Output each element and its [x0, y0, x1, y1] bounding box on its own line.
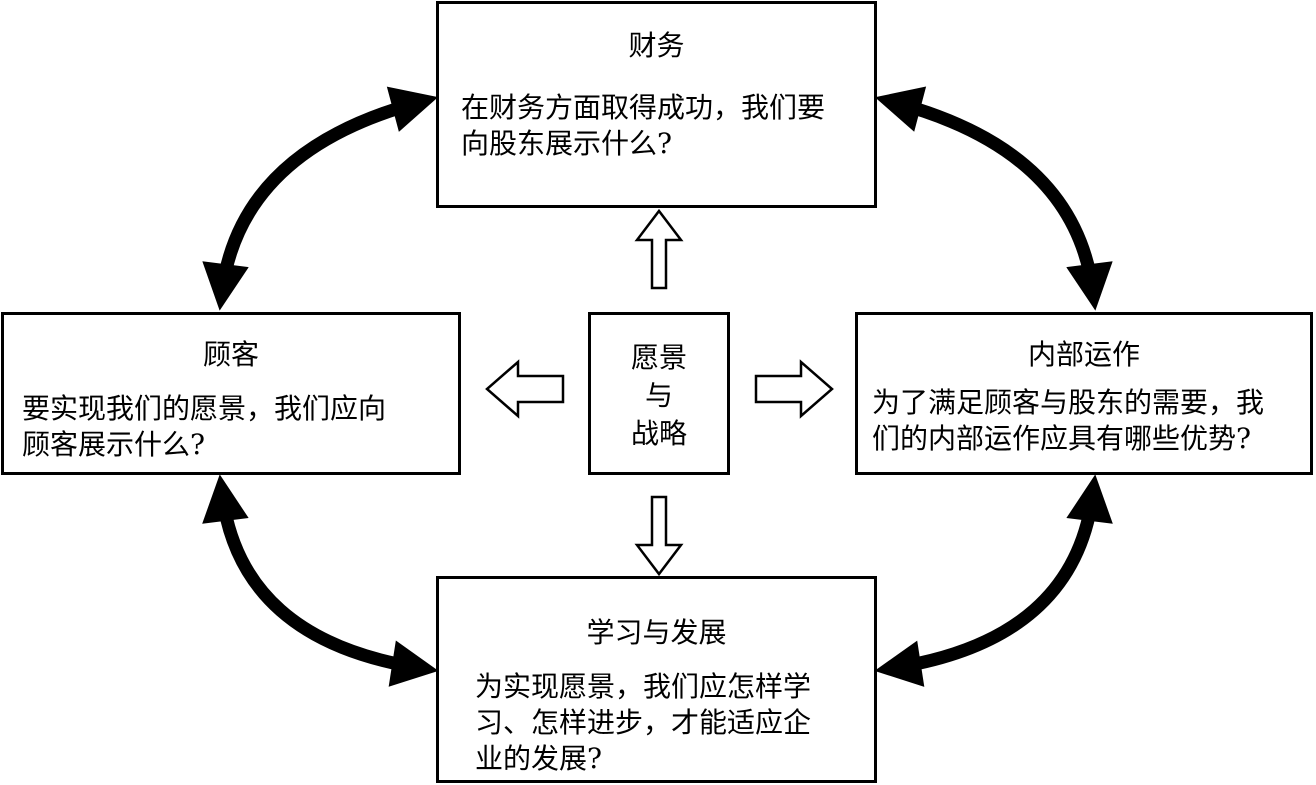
finance-box: 财务 在财务方面取得成功，我们要 向股东展示什么?: [436, 1, 877, 208]
internal-operations-box: 内部运作 为了满足顾客与股东的需要，我 们的内部运作应具有哪些优势?: [855, 312, 1313, 475]
finance-question: 在财务方面取得成功，我们要 向股东展示什么?: [461, 91, 826, 160]
internal-learning-double-arrow: [874, 474, 1113, 687]
learning-growth-question: 为实现愿景，我们应怎样学 习、怎样进步，才能适应企 业的发展?: [475, 670, 812, 775]
customer-question: 要实现我们的愿景，我们应向 顾客展示什么?: [22, 392, 387, 461]
finance-internal-double-arrow: [874, 86, 1113, 311]
hollow-arrow-down: [634, 495, 684, 577]
learning-customer-double-arrow: [202, 474, 439, 687]
vision-strategy-box: 愿景 与 战略: [588, 312, 730, 475]
finance-title: 财务: [628, 29, 685, 62]
learning-growth-title: 学习与发展: [586, 616, 727, 649]
customer-finance-double-arrow: [202, 86, 439, 311]
learning-growth-box: 学习与发展 为实现愿景，我们应怎样学 习、怎样进步，才能适应企 业的发展?: [436, 576, 877, 783]
internal-operations-title: 内部运作: [1027, 338, 1140, 371]
hollow-arrow-up: [634, 208, 684, 290]
customer-title: 顾客: [202, 338, 259, 371]
vision-strategy-label: 愿景 与 战略: [630, 341, 687, 450]
hollow-arrow-left: [485, 359, 565, 419]
customer-box: 顾客 要实现我们的愿景，我们应向 顾客展示什么?: [1, 312, 461, 475]
hollow-arrow-right: [754, 359, 834, 419]
internal-operations-question: 为了满足顾客与股东的需要，我 们的内部运作应具有哪些优势?: [872, 386, 1265, 455]
